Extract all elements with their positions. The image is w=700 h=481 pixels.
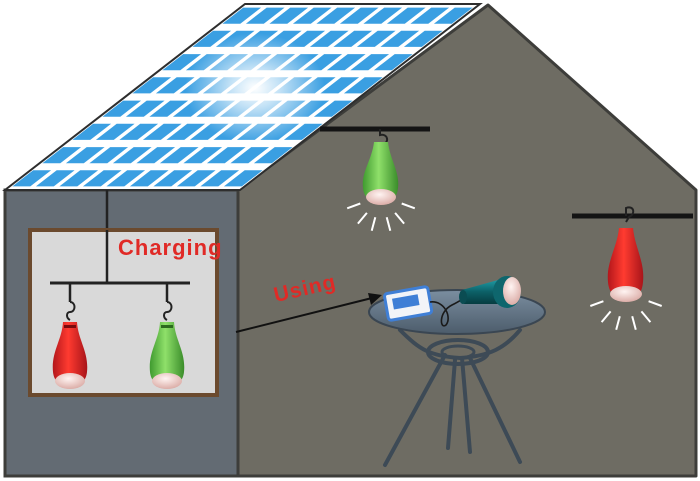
solar-cell <box>410 7 450 24</box>
solar-cell <box>142 123 182 140</box>
solar-cell <box>125 100 165 117</box>
solar-cell <box>433 7 473 24</box>
solar-cell <box>350 54 390 71</box>
charging-label: Charging <box>118 235 223 260</box>
solar-cell <box>343 77 383 94</box>
solar-cell <box>95 123 135 140</box>
light-ray <box>615 315 621 330</box>
solar-cell <box>223 170 263 187</box>
solar-cell <box>286 30 326 47</box>
light-ray <box>631 315 637 330</box>
light-ray <box>401 202 416 210</box>
solar-cell <box>59 170 99 187</box>
solar-cell <box>316 7 356 24</box>
bulb-lamp-icon <box>572 206 693 330</box>
bulb-lamp-icon <box>149 301 185 389</box>
solar-cell <box>72 123 112 140</box>
power-bank-icon <box>383 285 434 322</box>
solar-cell <box>42 147 82 164</box>
solar-cell <box>35 170 75 187</box>
solar-cell <box>153 170 193 187</box>
solar-cell <box>89 147 129 164</box>
solar-cell <box>132 77 172 94</box>
bulb-lamp-icon <box>52 301 88 389</box>
solar-cell <box>102 100 142 117</box>
solar-cell <box>283 123 323 140</box>
solar-cell <box>373 54 413 71</box>
solar-cell <box>206 147 246 164</box>
solar-cell <box>320 77 360 94</box>
solar-cell <box>82 170 122 187</box>
light-ray <box>346 202 361 210</box>
light-ray <box>357 212 368 225</box>
solar-cell <box>363 7 403 24</box>
light-ray <box>600 310 612 323</box>
light-ray <box>394 212 405 225</box>
light-ray <box>589 300 604 307</box>
light-ray <box>385 217 392 232</box>
solar-cell <box>106 170 146 187</box>
solar-cell <box>129 170 169 187</box>
solar-cell <box>313 100 353 117</box>
charging-station <box>28 190 219 397</box>
flashlight-icon <box>459 276 521 308</box>
solar-cell <box>136 147 176 164</box>
light-ray <box>370 217 377 232</box>
solar-cell <box>245 7 285 24</box>
solar-cell <box>253 147 293 164</box>
solar-cell <box>166 123 206 140</box>
solar-cell <box>269 7 309 24</box>
solar-cell <box>176 170 216 187</box>
solar-cell <box>222 7 262 24</box>
solar-cell <box>230 147 270 164</box>
solar-cell <box>403 30 443 47</box>
solar-cell <box>192 30 232 47</box>
solar-cell <box>309 30 349 47</box>
solar-cell <box>326 54 366 71</box>
solar-cell <box>183 147 223 164</box>
usage-arrow <box>235 293 382 333</box>
solar-cell <box>380 30 420 47</box>
solar-cell <box>112 147 152 164</box>
solar-cell <box>162 54 202 71</box>
solar-panel-icon <box>2 3 483 191</box>
solar-cell <box>200 170 240 187</box>
solar-cell <box>356 30 396 47</box>
solar-cell <box>149 100 189 117</box>
light-rays <box>346 202 416 232</box>
solar-cell <box>119 123 159 140</box>
light-ray <box>640 310 652 323</box>
solar-cell <box>159 147 199 164</box>
solar-cell <box>386 7 426 24</box>
solar-cell <box>155 77 195 94</box>
light-ray <box>648 300 663 307</box>
solar-cell <box>65 147 105 164</box>
solar-cell <box>339 7 379 24</box>
solar-cell <box>292 7 332 24</box>
solar-cell <box>12 170 52 187</box>
solar-cell <box>333 30 373 47</box>
bulb-lamp-icon <box>320 126 430 232</box>
light-rays <box>589 300 663 330</box>
charging-cable <box>429 296 467 327</box>
